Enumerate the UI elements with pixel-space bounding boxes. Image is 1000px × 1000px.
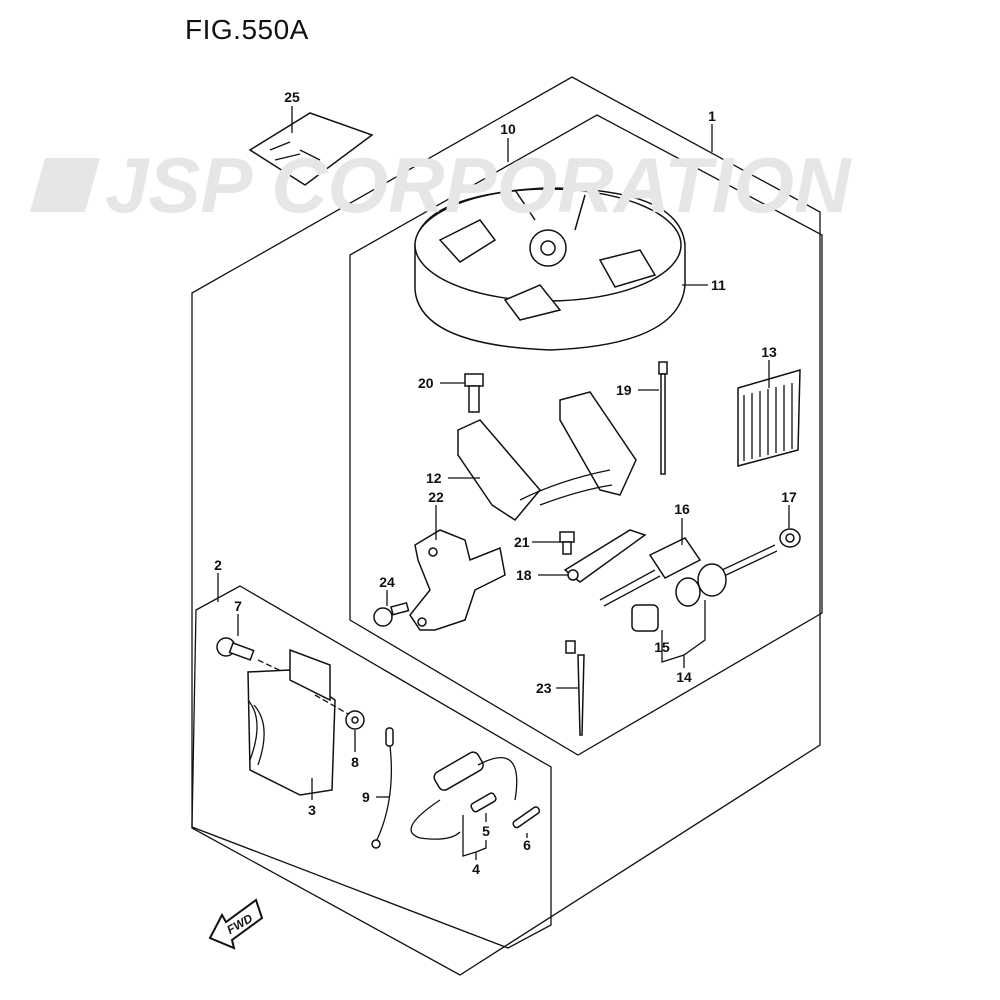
callout-10: 10 (500, 121, 516, 137)
callout-4: 4 (472, 861, 480, 877)
part-7-bolt (216, 637, 301, 681)
callout-13: 13 (761, 344, 777, 360)
callout-21: 21 (514, 534, 530, 550)
callout-1: 1 (708, 108, 716, 124)
part-17-grommet (779, 528, 801, 548)
part-24-bolt (373, 601, 410, 627)
part-9-lead (371, 727, 394, 849)
callout-7: 7 (234, 598, 242, 614)
callout-labels: 25 10 1 11 13 20 19 12 22 17 16 21 18 24… (214, 89, 797, 877)
part-13-sheet (737, 368, 801, 467)
part-21-screw (559, 531, 575, 555)
part-8-nut (345, 710, 365, 730)
part-4-fuse-holder (410, 751, 518, 840)
callout-23: 23 (536, 680, 552, 696)
part-20-bolt (464, 373, 484, 413)
part-14-plug (631, 544, 778, 632)
part-3-regulator (247, 648, 356, 796)
assembly-box-10 (349, 114, 823, 756)
part-22-bracket (409, 529, 506, 631)
callout-3: 3 (308, 802, 316, 818)
watermark: JSP CORPORATION (30, 141, 852, 229)
figure-title: FIG.550A (185, 14, 309, 45)
watermark-text: JSP CORPORATION (105, 141, 852, 229)
callout-5: 5 (482, 823, 490, 839)
assembly-box-2 (191, 585, 552, 949)
part-25-bag (248, 112, 374, 186)
leader-lines (217, 106, 790, 860)
callout-8: 8 (351, 754, 359, 770)
fwd-arrow-icon: FWD (208, 898, 264, 950)
callout-11: 11 (711, 277, 726, 293)
callout-2: 2 (214, 557, 222, 573)
callout-6: 6 (523, 837, 531, 853)
callout-17: 17 (781, 489, 797, 505)
callout-18: 18 (516, 567, 532, 583)
part-12-coils (457, 391, 637, 521)
callout-9: 9 (362, 789, 370, 805)
callout-15: 15 (654, 639, 670, 655)
part-23-cable-tie (565, 640, 585, 736)
callout-25: 25 (284, 89, 300, 105)
callout-16: 16 (674, 501, 690, 517)
callout-12: 12 (426, 470, 442, 486)
callout-20: 20 (418, 375, 434, 391)
part-16-connector (599, 537, 702, 607)
callout-24: 24 (379, 574, 395, 590)
part-18-plate (563, 529, 647, 583)
part-19-cable-tie (658, 361, 668, 475)
assembly-box-1 (191, 76, 821, 976)
watermark-logo-icon (30, 158, 100, 212)
callout-22: 22 (428, 489, 444, 505)
callout-19: 19 (616, 382, 632, 398)
part-6-pin (512, 806, 541, 829)
part-11-flywheel (414, 187, 686, 351)
callout-14: 14 (676, 669, 692, 685)
